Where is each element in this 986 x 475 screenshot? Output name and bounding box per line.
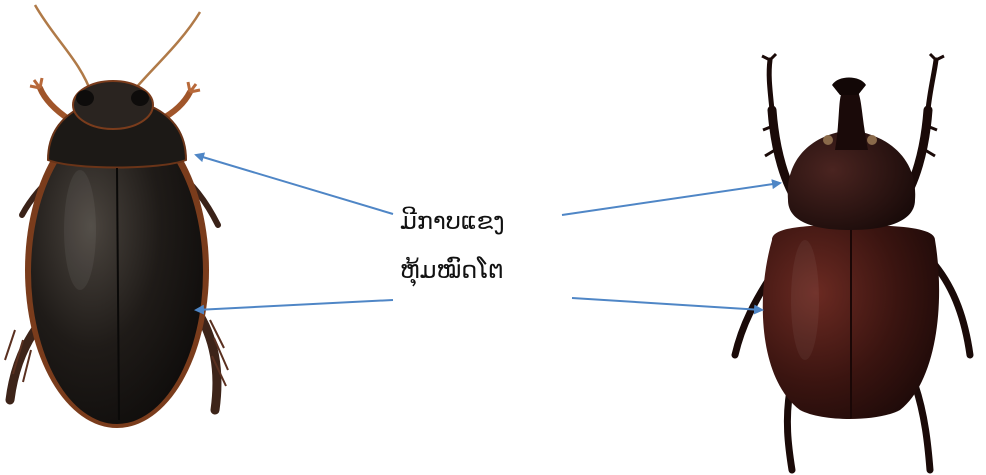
arrow-right-top	[561, 179, 782, 216]
annotation-line-1: ມີກາບແຂງ	[400, 207, 505, 235]
arrow-left-bottom	[194, 299, 394, 315]
rhinoceros-beetle-image	[731, 52, 974, 474]
arrow-right-bottom	[571, 297, 764, 315]
arrow-left-top	[194, 152, 394, 215]
annotation-line-2: ຫຸ້ມໝົດໂຕ	[400, 256, 504, 284]
diving-beetle-image	[4, 4, 229, 428]
